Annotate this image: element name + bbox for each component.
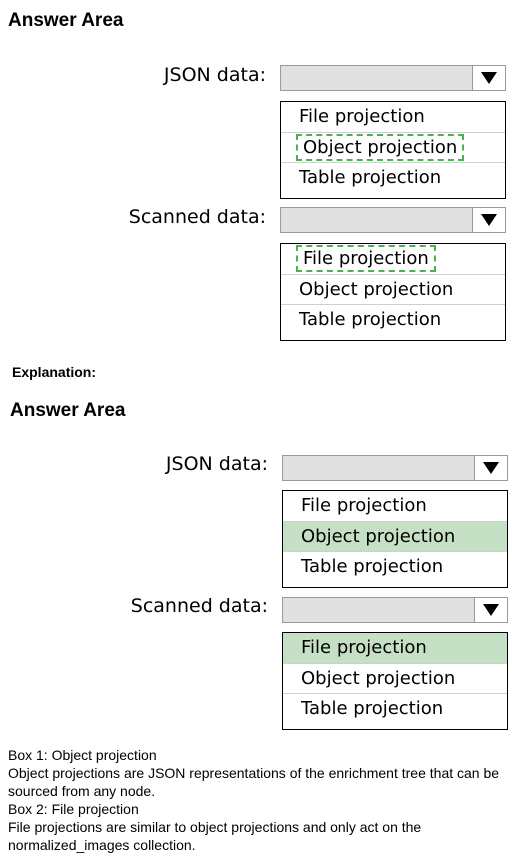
dropdown-button[interactable] <box>472 66 505 90</box>
json-data-label: JSON data: <box>165 453 268 475</box>
box2-body: File projections are similar to object p… <box>8 819 422 853</box>
dropdown-button[interactable] <box>474 598 507 622</box>
option-table-projection[interactable]: Table projection <box>281 304 505 334</box>
answer-section: JSON data: File projection Object projec… <box>0 0 512 730</box>
scanned-data-options: File projection Object projection Table … <box>280 243 506 341</box>
answer-area-heading: Answer Area <box>10 400 126 421</box>
answer-area-heading: Answer Area <box>8 10 124 31</box>
scanned-data-dropdown[interactable] <box>282 597 508 623</box>
question-section: JSON data: File projection Object projec… <box>0 0 512 341</box>
json-data-options: File projection Object projection Table … <box>282 490 508 588</box>
option-object-projection[interactable]: Object projection <box>281 274 505 304</box>
option-table-projection[interactable]: Table projection <box>283 693 507 723</box>
scanned-data-label: Scanned data: <box>128 206 266 228</box>
triangle-down-icon <box>483 462 499 474</box>
triangle-down-icon <box>483 604 499 616</box>
json-data-dropdown[interactable] <box>282 455 508 481</box>
option-table-projection[interactable]: Table projection <box>283 551 507 581</box>
option-object-projection[interactable]: Object projection <box>283 663 507 693</box>
explanation-text: Box 1: Object projection Object projecti… <box>8 746 508 854</box>
option-file-projection[interactable]: File projection <box>301 495 427 516</box>
explanation-label: Explanation: <box>12 364 97 380</box>
json-data-label: JSON data: <box>163 64 266 86</box>
triangle-down-icon <box>481 72 497 84</box>
box1-title: Box 1: Object projection <box>8 747 157 763</box>
option-file-projection[interactable]: File projection <box>281 244 505 274</box>
json-data-dropdown[interactable] <box>280 65 506 91</box>
json-data-options: File projection Object projection Table … <box>280 101 506 199</box>
option-file-projection-selected[interactable]: File projection <box>283 633 507 663</box>
triangle-down-icon <box>481 214 497 226</box>
option-object-projection[interactable]: Object projection <box>281 132 505 162</box>
option-table-projection[interactable]: Table projection <box>281 162 505 192</box>
option-file-projection[interactable]: File projection <box>299 106 425 127</box>
dropdown-button[interactable] <box>472 208 505 232</box>
scanned-data-options: File projection Object projection Table … <box>282 632 508 730</box>
option-object-projection-selected[interactable]: Object projection <box>283 521 507 551</box>
dropdown-button[interactable] <box>474 456 507 480</box>
box2-title: Box 2: File projection <box>8 801 139 817</box>
scanned-data-dropdown[interactable] <box>280 207 506 233</box>
box1-body: Object projections are JSON representati… <box>8 765 500 799</box>
scanned-data-label: Scanned data: <box>130 595 268 617</box>
